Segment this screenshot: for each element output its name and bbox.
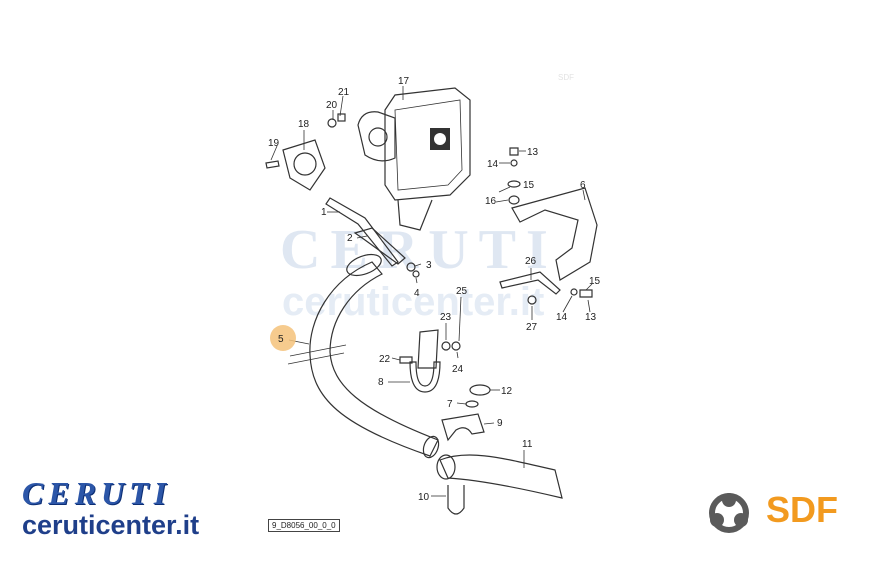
callout-11: 11 xyxy=(522,439,533,450)
bolt-head-part xyxy=(527,295,537,305)
callout-19: 19 xyxy=(268,138,280,149)
callout-23: 23 xyxy=(440,312,452,323)
callout-22: 22 xyxy=(379,354,391,365)
sdf-logo-icon xyxy=(709,493,749,533)
clamp-nut-part xyxy=(451,341,461,351)
spacer-part xyxy=(507,180,521,188)
lock-washer-part xyxy=(406,262,416,272)
hex-nut-part xyxy=(412,270,420,278)
spring-washer-part xyxy=(510,159,518,167)
bolt-part xyxy=(509,147,519,156)
callout-14: 14 xyxy=(487,159,499,170)
support-bracket-part xyxy=(499,271,561,295)
nut-part xyxy=(327,118,337,128)
callout-18: 18 xyxy=(298,119,310,130)
callout-15-lower: 15 xyxy=(589,276,601,287)
muffler-part xyxy=(357,87,471,231)
callout-25: 25 xyxy=(456,286,468,297)
callout-14-lower: 14 xyxy=(556,312,568,323)
callout-17: 17 xyxy=(398,76,410,87)
callout-2: 2 xyxy=(347,233,353,244)
flat-washer-part xyxy=(508,195,520,205)
bracket-part xyxy=(353,227,406,265)
highlight-marker xyxy=(270,325,296,351)
stud-part xyxy=(265,160,280,169)
strap-part xyxy=(325,197,399,267)
lower-washer-part xyxy=(570,288,578,296)
rubber-washer-part xyxy=(465,400,479,408)
callout-8: 8 xyxy=(378,377,384,388)
callout-labels: 1 2 3 4 5 6 7 8 9 10 11 12 13 14 15 16 1… xyxy=(268,76,601,503)
pipe-clamp-part xyxy=(399,329,441,393)
callout-16: 16 xyxy=(485,196,497,207)
sdf-logo-text: SDF xyxy=(766,489,838,530)
watermark-sdf-tag: SDF xyxy=(558,73,574,82)
callout-1: 1 xyxy=(321,207,327,218)
saddle-part xyxy=(441,413,485,442)
ceruti-url: ceruticenter.it xyxy=(22,510,200,540)
callout-6: 6 xyxy=(580,180,586,191)
callout-5: 5 xyxy=(278,334,284,345)
lower-bolt-part xyxy=(579,289,593,298)
rubber-nut-part xyxy=(469,384,491,396)
callout-26: 26 xyxy=(525,256,537,267)
callout-10: 10 xyxy=(418,492,430,503)
leader-lines xyxy=(270,86,593,497)
callout-9: 9 xyxy=(497,418,503,429)
clamp-washer-part xyxy=(441,341,451,351)
callout-12: 12 xyxy=(501,386,513,397)
gasket-part xyxy=(282,139,326,191)
heat-shield-part xyxy=(511,187,598,281)
callout-21: 21 xyxy=(338,87,350,98)
callout-7: 7 xyxy=(447,399,453,410)
washer-part xyxy=(337,113,346,122)
ceruti-logo: CERUTI xyxy=(22,475,172,511)
exhaust-pipe-part xyxy=(287,253,440,459)
diagram-reference-code: 9_D8056_00_0_0 xyxy=(268,519,340,532)
u-bolt-part xyxy=(447,485,465,515)
callout-24: 24 xyxy=(452,364,464,375)
callout-27: 27 xyxy=(526,322,538,333)
watermark-brand: CERUTI xyxy=(280,219,558,281)
tail-pipe-part xyxy=(436,454,563,499)
callout-20: 20 xyxy=(326,100,338,111)
callout-13: 13 xyxy=(527,147,539,158)
watermark-url: ceruticenter.it xyxy=(282,280,544,324)
callout-4: 4 xyxy=(414,288,420,299)
callout-13-lower: 13 xyxy=(585,312,597,323)
callout-15: 15 xyxy=(523,180,535,191)
callout-3: 3 xyxy=(426,260,432,271)
